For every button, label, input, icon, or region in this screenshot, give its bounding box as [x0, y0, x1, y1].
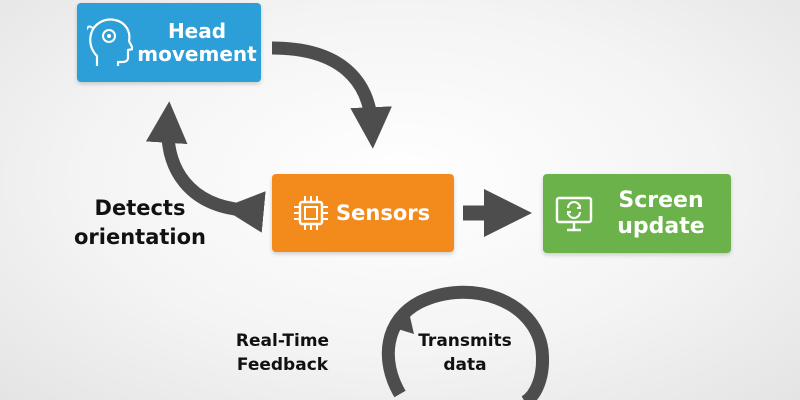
- screen-update-label: Screen update: [617, 188, 705, 239]
- feedback-loop-arrowhead: [388, 308, 414, 334]
- feedback-loop-arrow: [381, 285, 550, 400]
- head-movement-node: Head movement: [77, 3, 261, 82]
- arrow-sensors-head-bidirectional: [145, 101, 266, 233]
- sensors-node: Sensors: [272, 174, 454, 252]
- chip-icon: [294, 196, 328, 230]
- detects-orientation-caption: Detects orientation: [74, 196, 206, 250]
- head-gears-icon: [87, 18, 133, 66]
- real-time-feedback-caption: Real-Time Feedback: [235, 331, 330, 375]
- arrow-head-to-sensors: [271, 41, 392, 149]
- transmits-data-caption: Transmits data: [418, 331, 512, 375]
- sensors-label: Sensors: [336, 200, 431, 225]
- screen-update-node: Screen update: [543, 174, 731, 253]
- monitor-refresh-icon: [555, 196, 593, 232]
- head-movement-label: Head movement: [137, 18, 257, 66]
